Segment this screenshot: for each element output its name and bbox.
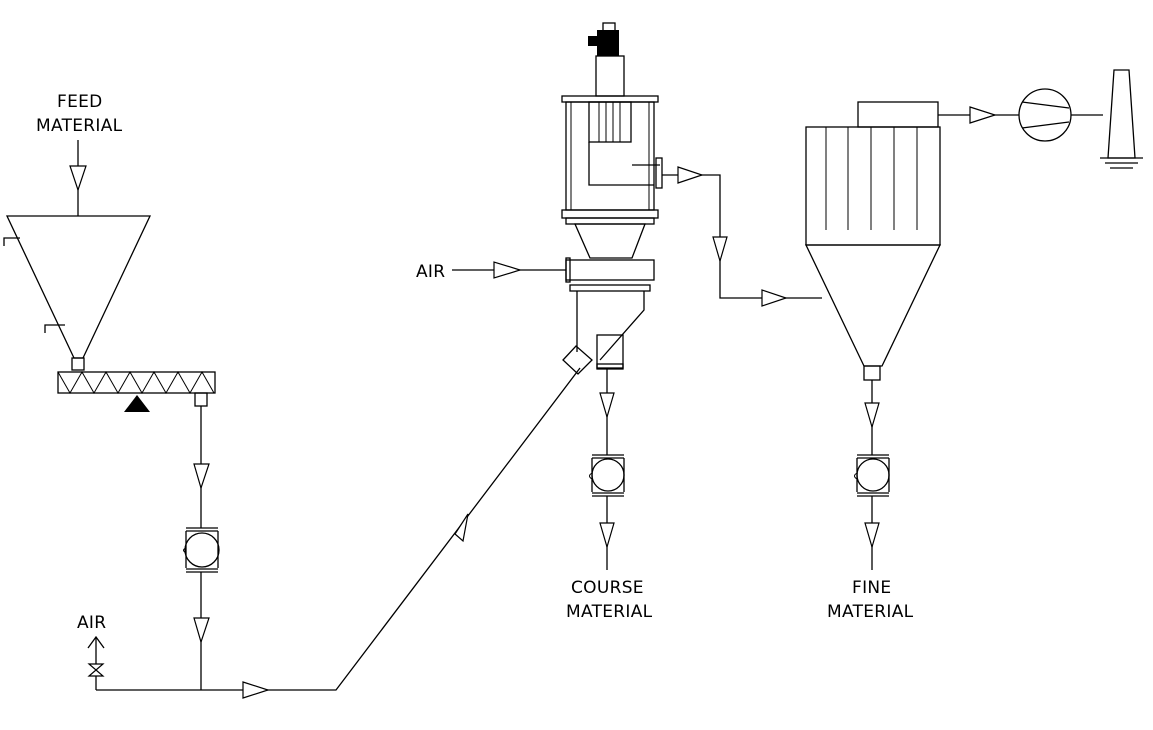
classifier-air-label: AIR <box>416 262 445 282</box>
fine-label-line2: MATERIAL <box>827 602 914 622</box>
feed-hopper <box>3 215 152 371</box>
exhaust-stack <box>1100 69 1143 169</box>
fine-label-line1: FINE <box>852 578 891 598</box>
air-inlet-valve <box>87 635 105 690</box>
coarse-discharge-line <box>599 496 615 570</box>
feed-label-line1: FEED <box>57 92 103 112</box>
feed-drop-line <box>193 406 210 528</box>
fine-outlet-line <box>864 380 880 455</box>
fine-discharge-line <box>864 496 880 570</box>
classifier-air-line <box>452 261 566 279</box>
fines-duct <box>662 166 822 307</box>
exhaust-line <box>938 106 1019 124</box>
exhaust-fan <box>1018 88 1103 142</box>
air-inlet-label: AIR <box>77 613 106 633</box>
air-classifier <box>561 22 663 375</box>
pneumatic-conveying-line <box>96 367 581 699</box>
valve-outlet-line <box>193 572 210 690</box>
rotary-valve-coarse <box>589 454 625 497</box>
course-label-line2: MATERIAL <box>566 602 653 622</box>
feed-label-line2: MATERIAL <box>36 116 123 136</box>
rotary-valve-feed <box>183 527 220 573</box>
course-label-line1: COURSE <box>571 578 644 598</box>
coarse-outlet-line <box>599 369 615 455</box>
conveyor-support <box>124 395 150 412</box>
screw-conveyor <box>57 370 216 412</box>
baghouse-filter <box>804 101 942 381</box>
feed-inlet-line <box>69 140 87 216</box>
rotary-valve-fine <box>854 454 890 497</box>
